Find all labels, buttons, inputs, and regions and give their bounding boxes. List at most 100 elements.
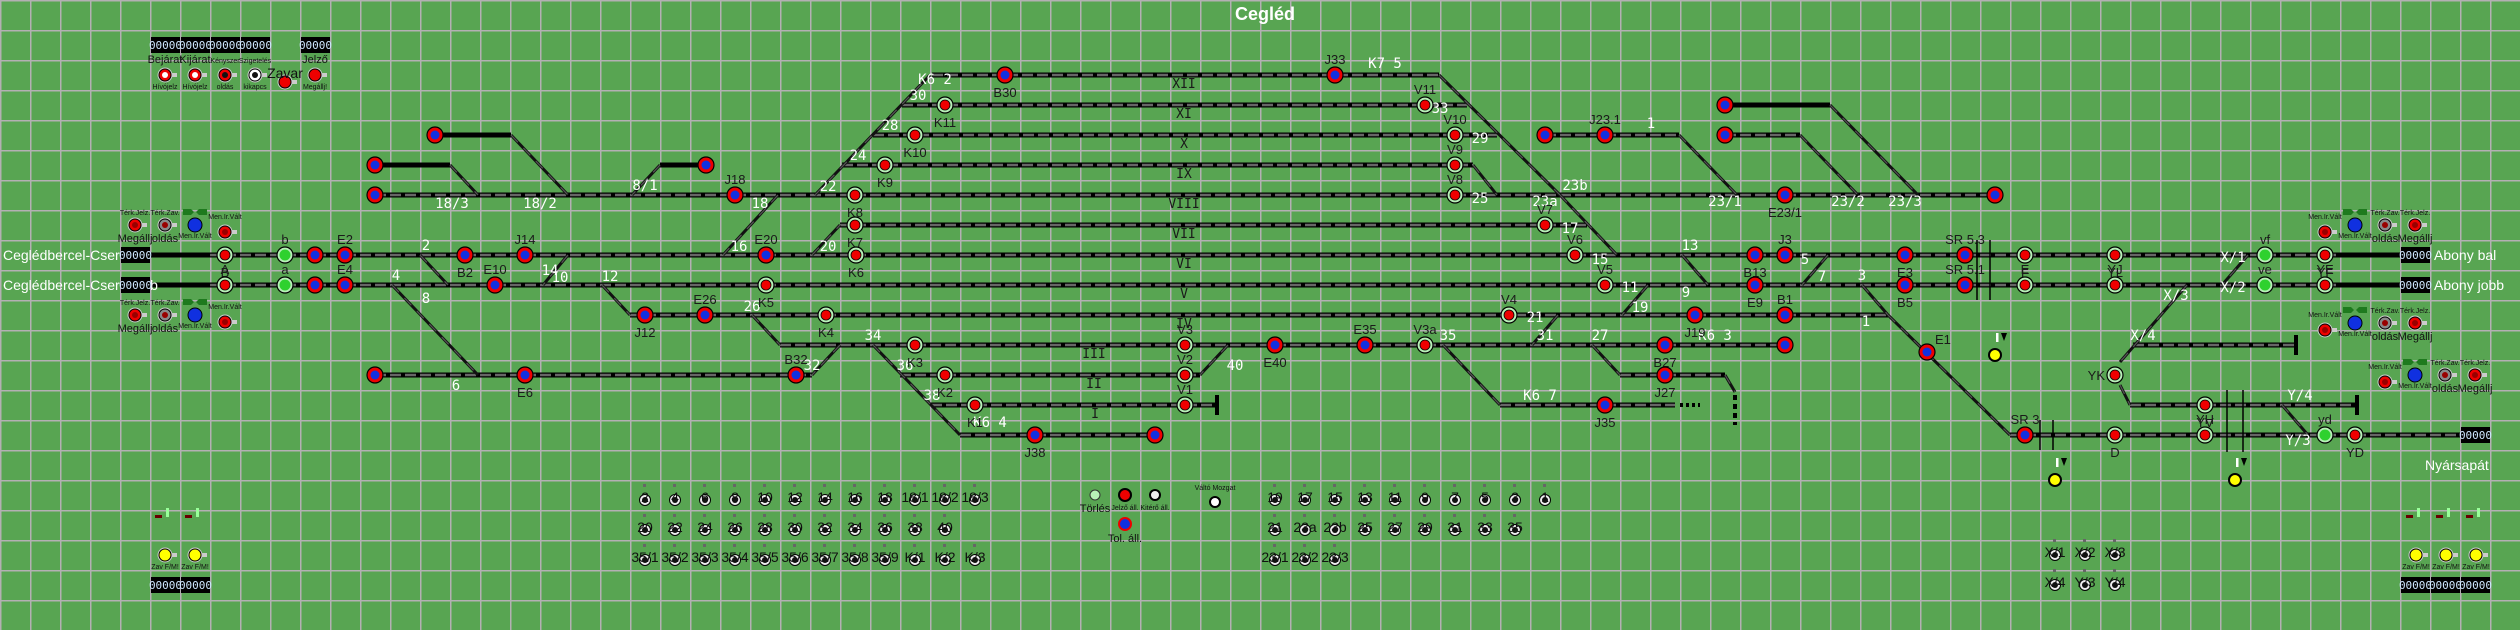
switch-panel-item[interactable]: [1419, 484, 1431, 506]
signal-b30[interactable]: [996, 66, 1014, 84]
switch-label[interactable]: X/4: [2130, 328, 2155, 344]
direction-button[interactable]: [187, 307, 203, 323]
direction-button[interactable]: [2347, 217, 2363, 233]
switch-panel-item[interactable]: [819, 484, 831, 506]
signal-k1[interactable]: [966, 396, 984, 414]
switch-label[interactable]: 13: [1682, 238, 1699, 254]
signal-a[interactable]: [276, 276, 294, 294]
switch-panel-item[interactable]: [2049, 569, 2061, 591]
switch-panel-item[interactable]: [729, 484, 741, 506]
fault-button[interactable]: [2438, 547, 2459, 563]
switch-label[interactable]: X/2: [2220, 280, 2245, 296]
switch-panel-item[interactable]: [639, 514, 651, 536]
signal-e1[interactable]: [1918, 343, 1936, 361]
switch-panel-item[interactable]: [1329, 484, 1341, 506]
switch-panel-item[interactable]: [1299, 544, 1311, 566]
switch-label[interactable]: 1: [1647, 116, 1655, 132]
signal-ve[interactable]: [2256, 276, 2274, 294]
switch-panel-item[interactable]: [1509, 514, 1521, 536]
top-panel-button[interactable]: [247, 67, 268, 83]
switch-label[interactable]: 19: [1632, 300, 1649, 316]
direction-change-button[interactable]: [2317, 322, 2338, 338]
signal-j14[interactable]: [516, 246, 534, 264]
stop-button[interactable]: [2467, 367, 2488, 383]
release-button[interactable]: [2377, 217, 2398, 233]
switch-label[interactable]: 23/1: [1708, 194, 1742, 210]
switch-panel-item[interactable]: [879, 544, 891, 566]
signal-j12[interactable]: [636, 306, 654, 324]
switch-panel-item[interactable]: [1359, 484, 1371, 506]
clear-button[interactable]: [1089, 489, 1101, 501]
signal-yj[interactable]: [2106, 276, 2124, 294]
switch-label[interactable]: 8/1: [632, 178, 657, 194]
signal-v7[interactable]: [1536, 216, 1554, 234]
end-signal[interactable]: [306, 246, 324, 264]
switch-label[interactable]: 25: [1472, 191, 1489, 207]
switch-panel-item[interactable]: [969, 484, 981, 506]
shunt-stop-button[interactable]: [1118, 517, 1132, 531]
top-panel-button[interactable]: [187, 67, 208, 83]
switch-panel-item[interactable]: [699, 484, 711, 506]
signal-k8[interactable]: [846, 186, 864, 204]
signal-v5[interactable]: [1596, 276, 1614, 294]
switch-panel-item[interactable]: [759, 484, 771, 506]
switch-label[interactable]: 14: [542, 263, 559, 279]
switch-panel-item[interactable]: [909, 484, 921, 506]
switch-panel-item[interactable]: [639, 484, 651, 506]
switch-label[interactable]: K6 2: [918, 72, 952, 88]
signal-j19[interactable]: [1686, 306, 1704, 324]
switch-label[interactable]: Y/4: [2287, 388, 2312, 404]
switch-label[interactable]: 8: [422, 291, 430, 307]
signal-j33[interactable]: [1326, 66, 1344, 84]
dwarf-signal[interactable]: [2228, 458, 2247, 487]
switch-panel-item[interactable]: [699, 544, 711, 566]
signal-e231[interactable]: [1776, 186, 1794, 204]
signal-v11[interactable]: [1416, 96, 1434, 114]
signal-e35[interactable]: [1356, 336, 1374, 354]
switch-panel-item[interactable]: [909, 514, 921, 536]
signal-e40[interactable]: [1266, 336, 1284, 354]
end-signal[interactable]: [366, 156, 384, 174]
switch-label[interactable]: 32: [804, 358, 821, 374]
switch-panel-item[interactable]: [1449, 484, 1461, 506]
signal-yd[interactable]: [2346, 426, 2364, 444]
signal-v8[interactable]: [1446, 186, 1464, 204]
top-panel-button[interactable]: [277, 74, 298, 90]
switch-panel-item[interactable]: [849, 514, 861, 536]
switch-label[interactable]: Y/3: [2285, 433, 2310, 449]
signal-b[interactable]: [276, 246, 294, 264]
switch-label[interactable]: 38: [924, 388, 941, 404]
switch-label[interactable]: 21: [1527, 310, 1544, 326]
switch-label[interactable]: K6 3: [1698, 328, 1732, 344]
switch-panel-item[interactable]: [2079, 539, 2091, 561]
switch-move-button[interactable]: [1209, 496, 1221, 508]
switch-label[interactable]: 5: [1801, 252, 1809, 268]
switch-label[interactable]: 34: [865, 328, 882, 344]
signal-k10[interactable]: [906, 126, 924, 144]
switch-panel-item[interactable]: [819, 514, 831, 536]
switch-label[interactable]: 18: [752, 196, 769, 212]
end-signal[interactable]: [1986, 186, 2004, 204]
switch-panel-item[interactable]: [939, 484, 951, 506]
direction-button[interactable]: [2347, 315, 2363, 331]
signal-j231[interactable]: [1596, 126, 1614, 144]
signal-f[interactable]: [2016, 246, 2034, 264]
signal-v2[interactable]: [1176, 366, 1194, 384]
switch-panel-item[interactable]: [1479, 514, 1491, 536]
switch-label[interactable]: 31: [1537, 328, 1554, 344]
fault-button[interactable]: [2468, 547, 2489, 563]
switch-label[interactable]: 20: [820, 239, 837, 255]
switch-panel-item[interactable]: [2109, 539, 2121, 561]
switch-label[interactable]: 36: [897, 358, 914, 374]
switch-label[interactable]: 27: [1592, 328, 1609, 344]
top-panel-button[interactable]: [157, 67, 178, 83]
switch-label[interactable]: 3: [1858, 268, 1866, 284]
signal-b2[interactable]: [456, 246, 474, 264]
signal-j18[interactable]: [726, 186, 744, 204]
signal-b32[interactable]: [787, 366, 805, 384]
signal-sr3[interactable]: [2016, 426, 2034, 444]
top-panel-button[interactable]: [307, 67, 328, 83]
switch-stop-button[interactable]: [1149, 489, 1161, 501]
release-button[interactable]: [2377, 315, 2398, 331]
switch-panel-item[interactable]: [1269, 544, 1281, 566]
